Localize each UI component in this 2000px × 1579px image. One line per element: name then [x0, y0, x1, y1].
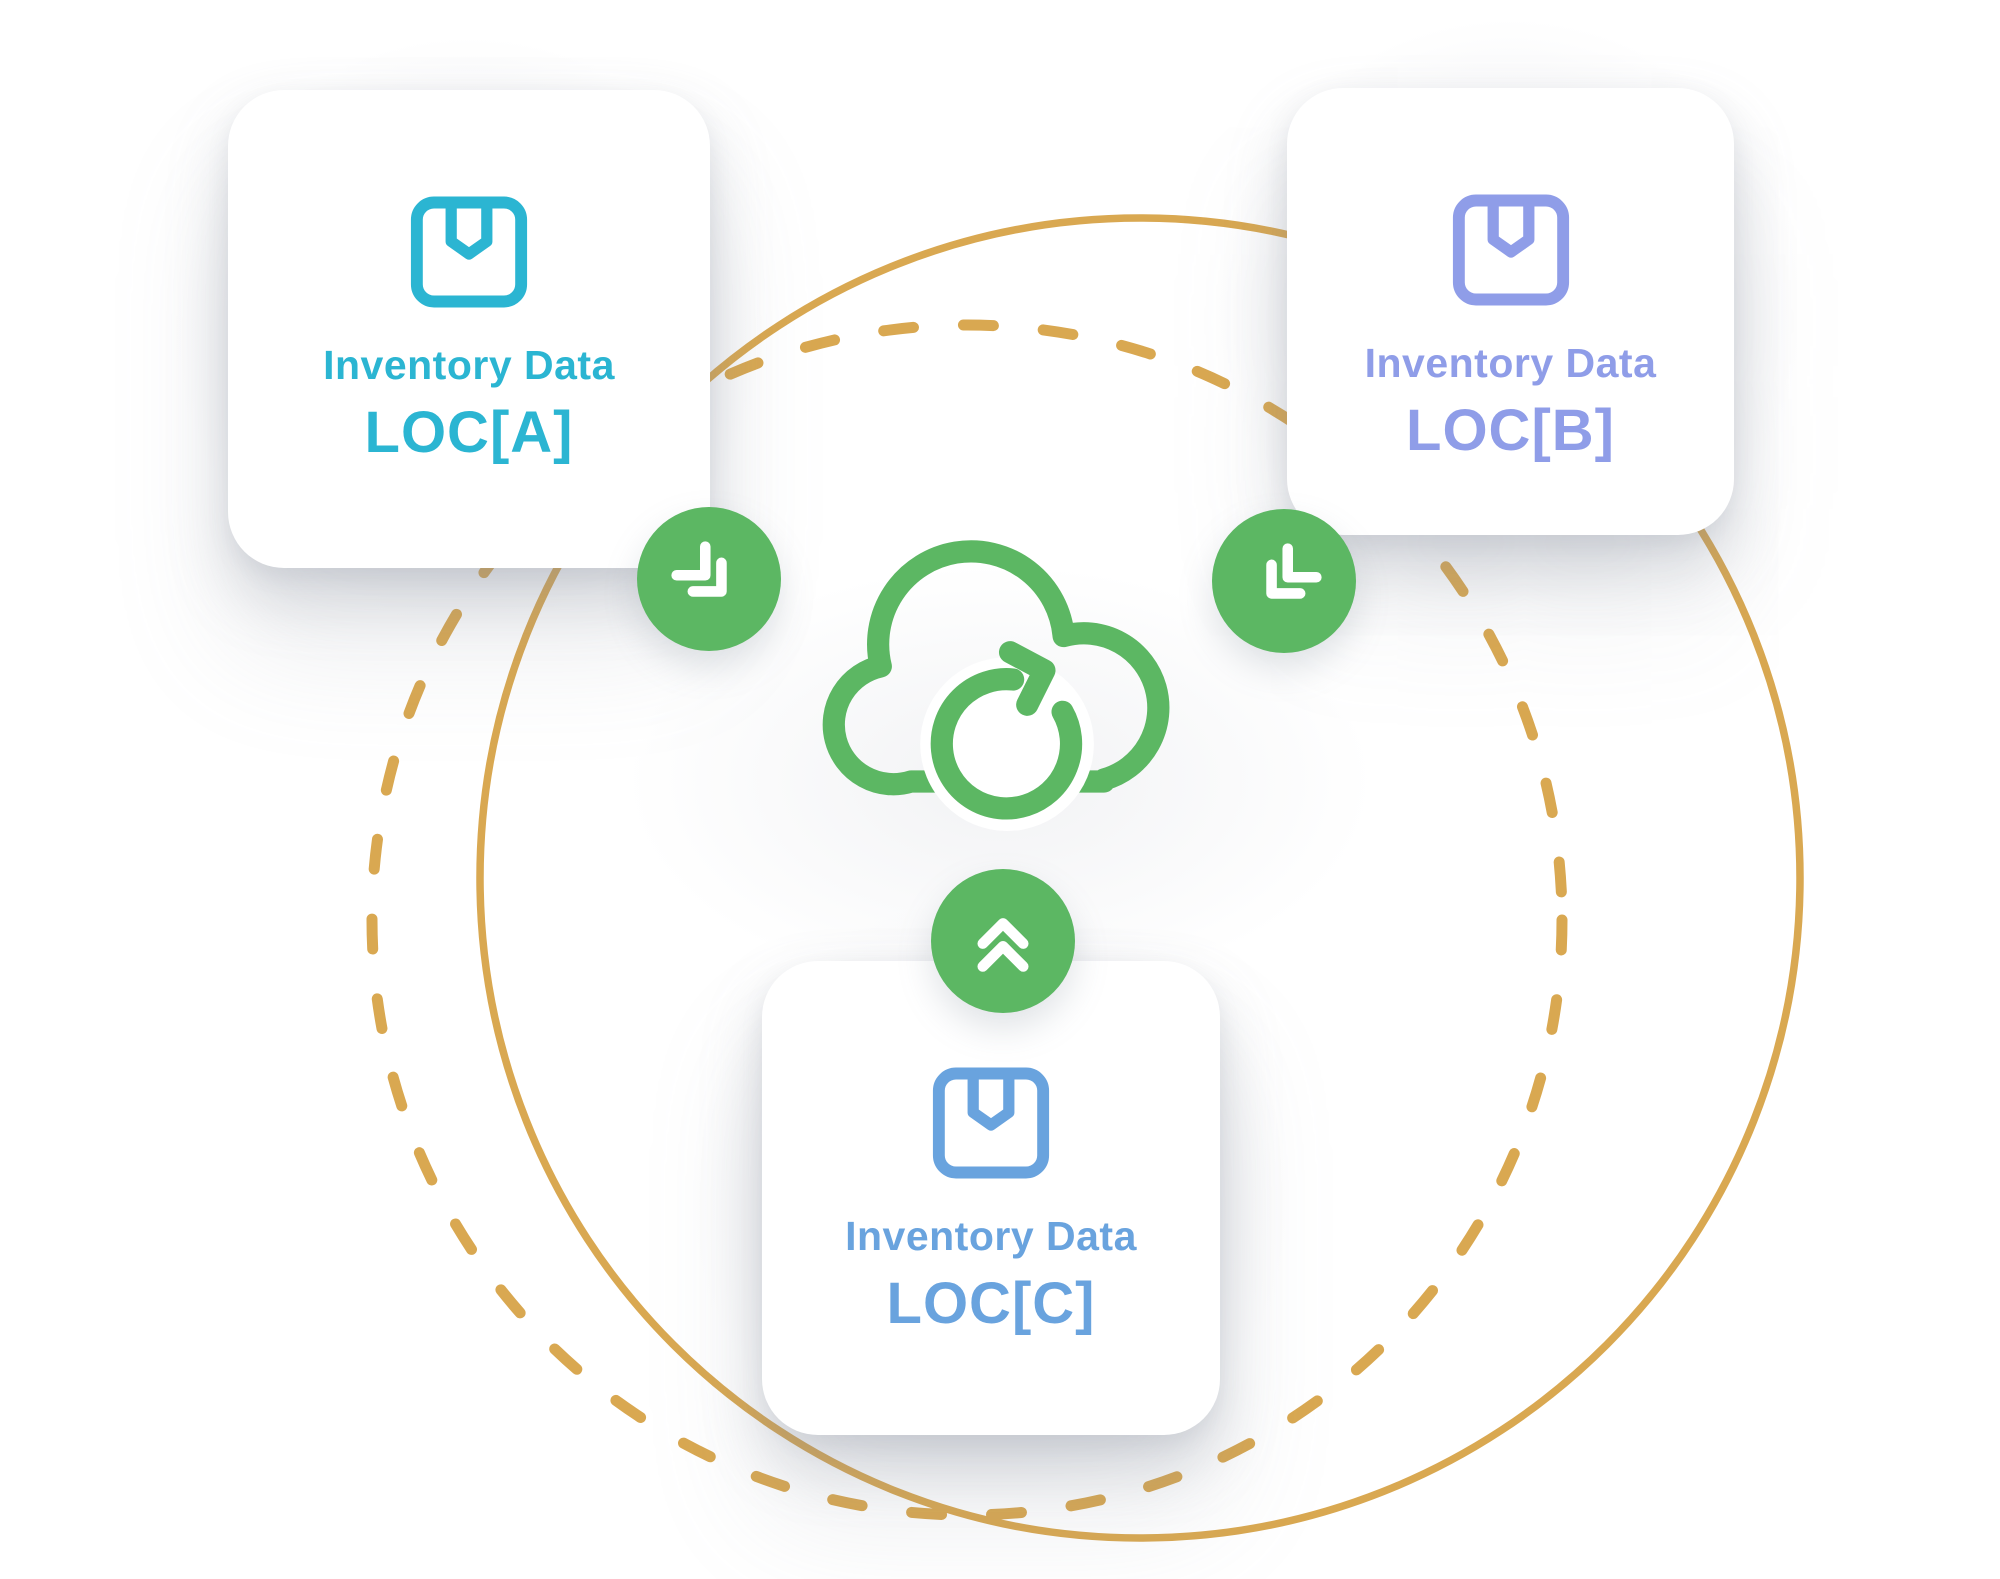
sync-arrowhead — [998, 641, 1056, 716]
chevron-2 — [671, 541, 711, 581]
sync-connector-c — [931, 869, 1075, 1013]
orbit-circle-dashed — [366, 319, 1568, 1521]
sync-connector-b — [1212, 509, 1356, 653]
package-icon — [410, 196, 528, 308]
package-box-outline — [1452, 194, 1569, 306]
chevron-1 — [687, 557, 727, 597]
package-box-outline — [410, 196, 528, 308]
package-box-outline — [932, 1067, 1050, 1179]
chevron-1 — [977, 918, 1029, 949]
card-title: Inventory Data — [845, 1213, 1137, 1259]
orbit-circle-solid — [476, 214, 1804, 1542]
card-title: Inventory Data — [323, 342, 615, 388]
package-icon — [1452, 194, 1569, 306]
sync-ring — [930, 668, 1083, 820]
chevron-2 — [1282, 543, 1322, 583]
cloud-sync-icon — [822, 540, 1170, 831]
chevron-double-down-left-icon — [1266, 543, 1322, 599]
inventory-card-loc-c: Inventory Data LOC[C] — [762, 961, 1220, 1435]
card-location: LOC[B] — [1406, 398, 1615, 463]
sync-connector-a — [637, 507, 781, 651]
package-ribbon — [445, 198, 493, 260]
card-title: Inventory Data — [1364, 340, 1657, 386]
package-ribbon — [967, 1069, 1015, 1131]
cloud-outline — [822, 540, 1170, 796]
chevron-2 — [977, 941, 1029, 972]
package-ribbon — [1487, 196, 1534, 258]
chevron-double-up-icon — [977, 918, 1029, 972]
package-icon — [932, 1067, 1050, 1179]
inventory-card-loc-b: Inventory Data LOC[B] — [1287, 88, 1734, 535]
chevron-double-down-right-icon — [671, 541, 727, 597]
chevron-1 — [1266, 559, 1306, 599]
inventory-card-loc-a: Inventory Data LOC[A] — [228, 90, 710, 568]
card-location: LOC[A] — [364, 400, 574, 465]
card-location: LOC[C] — [886, 1271, 1096, 1336]
